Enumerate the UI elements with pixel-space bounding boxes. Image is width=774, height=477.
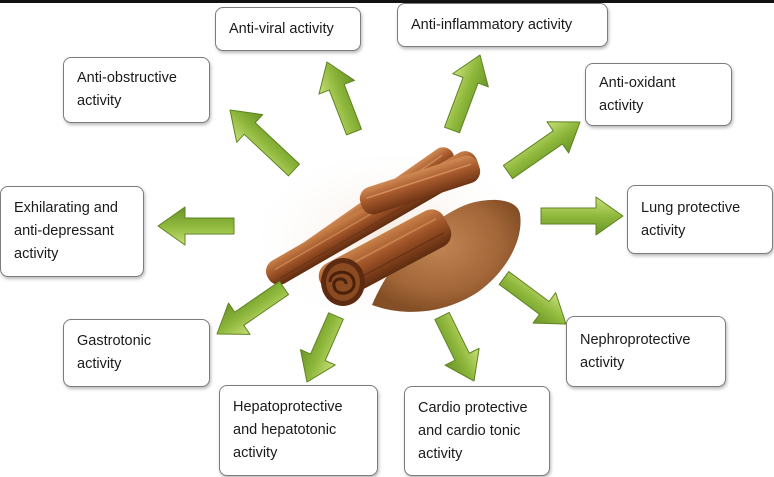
- arrow-to-exhilarating: [157, 206, 235, 246]
- top-border: [0, 0, 774, 3]
- arrow-to-nephroprotective: [498, 271, 567, 325]
- arrow-to-anti-viral: [318, 61, 362, 136]
- arrow-to-lung-protective: [540, 196, 624, 236]
- cinnamon-image: [242, 143, 542, 333]
- arrow-to-anti-oxidant: [502, 121, 581, 180]
- cinnamon-powder: [372, 199, 521, 312]
- anti-viral-label: Anti-viral activity: [229, 20, 334, 37]
- arrows-group: [157, 54, 624, 383]
- arrow-to-anti-obstructive: [229, 109, 300, 177]
- anti-inflammatory-label: Anti-inflammatory activity: [411, 16, 573, 33]
- cinnamon-stick-upper: [359, 155, 481, 215]
- arrow-to-hepatoprotective: [299, 312, 344, 383]
- arrow-to-anti-inflammatory: [444, 54, 489, 134]
- anti-inflammatory-box: Anti-inflammatory activity: [397, 3, 608, 47]
- arrow-to-cardio-protective: [434, 311, 480, 382]
- cinnamon-roll-end: [321, 258, 365, 306]
- arrow-to-gastrotonic: [216, 280, 290, 335]
- anti-viral-box: Anti-viral activity: [215, 7, 361, 51]
